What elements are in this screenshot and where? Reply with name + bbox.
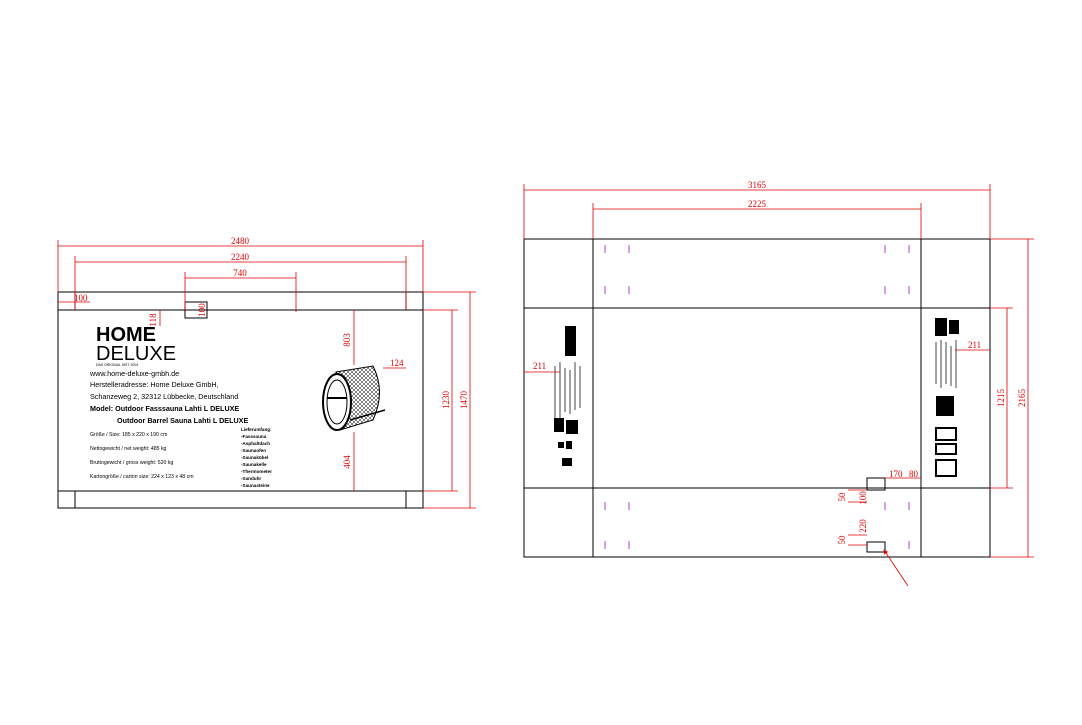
contents-item: -Fasssauna: [241, 434, 267, 439]
dim-flap-height: 100: [197, 303, 207, 317]
logo-line1: HOME: [96, 324, 156, 346]
dim-handle-offset: 170: [889, 469, 903, 479]
contents-item: -Saunakübel: [241, 455, 268, 460]
right-carton-panel: [523, 238, 991, 558]
dim-right-inner-width: 2225: [748, 199, 767, 209]
handling-symbol-icon: [935, 427, 957, 441]
barrel-sauna-illustration: [322, 365, 386, 431]
contents-title: Lieferumfang:: [241, 427, 272, 432]
right-handle-slot-top: [866, 477, 886, 491]
dim-bottom-gap: 404: [342, 455, 352, 469]
barrel-mini-icon: [554, 418, 564, 432]
address-text: Schanzeweg 2, 32312 Lübbecke, Deutschlan…: [90, 392, 238, 401]
dim-handle-height-bottom: 50: [837, 535, 847, 545]
logo-line2: DELUXE: [96, 343, 176, 365]
handling-symbol-icon: [935, 459, 957, 477]
dim-handle-width: 100: [858, 491, 868, 505]
right-dimensions: 3165 2225 211 211 1215 2165 170 80 50 10…: [523, 180, 1034, 587]
product-label: www.home-deluxe-gmbh.de Herstelleradress…: [89, 369, 272, 488]
handling-symbol-icon: [558, 442, 564, 448]
spec-net-weight: Nettogewicht / net weight: 485 kg: [90, 446, 167, 452]
spec-carton-size: Kartongröße / carton size: 224 x 123 x 4…: [90, 474, 194, 480]
right-handle-slot-bottom: [866, 541, 886, 553]
barrel-mini-icon: [935, 318, 947, 336]
dim-left-offset: 100: [74, 293, 88, 303]
barrel-mini-icon: [566, 420, 578, 434]
contents-item: -Asphaltdach: [241, 441, 270, 446]
logo-mark-rotated: [936, 396, 954, 416]
handling-symbol-icon: [562, 458, 572, 466]
spec-size: Größe / Size: 185 x 220 x 190 cm: [90, 432, 167, 438]
dim-right-overall-height: 2165: [1017, 389, 1027, 408]
left-dimensions: 2480 2240 740 100 118 100 803 404 124 12…: [57, 236, 476, 509]
contents-item: -Thermometer: [241, 469, 272, 474]
dim-flap-height-top: 118: [148, 313, 158, 327]
dim-inner-width: 2240: [231, 252, 250, 262]
model-de-text: Model: Outdoor Fasssauna Lahti L DELUXE: [90, 404, 239, 413]
dim-top-gap: 803: [342, 333, 352, 347]
dim-handle-gap: 80: [909, 469, 919, 479]
home-deluxe-logo: HOME DELUXE DAS ORIGINAL SEIT 2004: [96, 324, 176, 367]
model-en-text: Outdoor Barrel Sauna Lahti L DELUXE: [117, 416, 248, 425]
left-outer-outline: [57, 291, 424, 509]
barrel-mini-icon: [949, 320, 959, 334]
left-flap-label-graphics: [554, 326, 581, 466]
guide-marks: [604, 245, 910, 549]
dim-side-gap: 124: [390, 358, 404, 368]
dim-overall-height: 1470: [459, 391, 469, 410]
dim-flap-width: 740: [233, 268, 247, 278]
contents-item: -Saunakelle: [241, 462, 267, 467]
dim-left-flap: 211: [533, 361, 546, 371]
dim-overall-width: 2480: [231, 236, 250, 246]
left-carton-panel: [57, 291, 424, 509]
manufacturer-text: Herstelleradresse: Home Deluxe GmbH,: [90, 380, 219, 389]
dim-handle-length: 220: [858, 519, 868, 533]
contents-item: -Saunaofen: [241, 448, 266, 453]
dim-right-overall-width: 3165: [748, 180, 767, 190]
dim-right-flap: 211: [968, 340, 981, 350]
contents-item: -Sanduhr: [241, 476, 261, 481]
logo-mark-rotated: [565, 326, 576, 356]
logo-tagline: DAS ORIGINAL SEIT 2004: [96, 363, 138, 367]
dim-inner-height: 1230: [441, 391, 451, 410]
contents-item: -Saunasteine: [241, 483, 270, 488]
handle-leader-arrow: [883, 549, 909, 587]
right-flap-label-graphics: [935, 318, 959, 477]
dim-right-inner-height: 1215: [996, 389, 1006, 408]
handling-symbol-icon: [566, 441, 572, 449]
spec-gross-weight: Bruttogewicht / gross weight: 520 kg: [90, 460, 173, 466]
right-outer-outline: [523, 238, 991, 558]
handling-symbol-icon: [935, 443, 957, 455]
dim-handle-height-top: 50: [837, 492, 847, 502]
website-text: www.home-deluxe-gmbh.de: [89, 369, 179, 378]
